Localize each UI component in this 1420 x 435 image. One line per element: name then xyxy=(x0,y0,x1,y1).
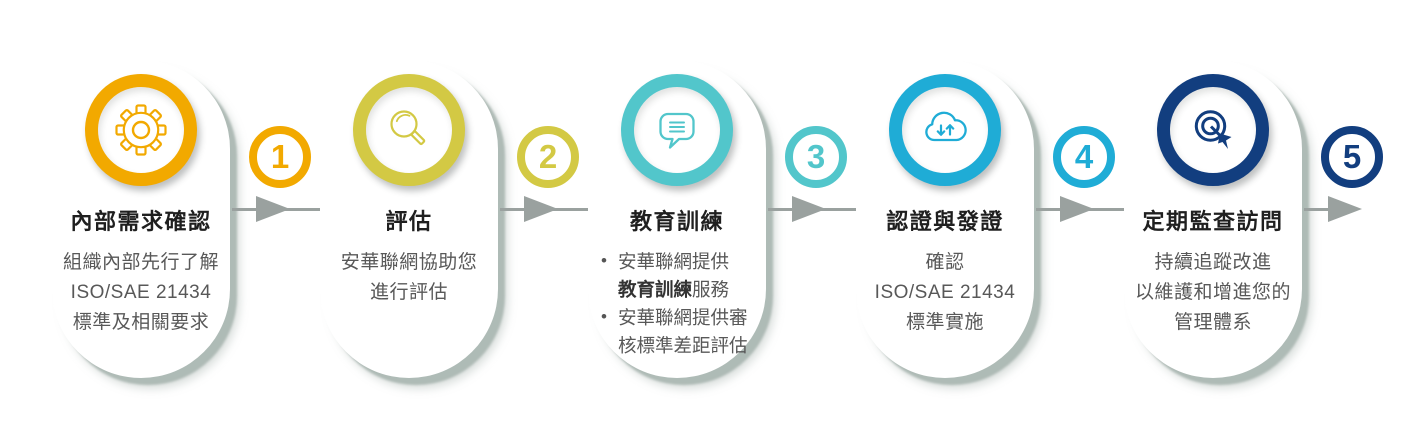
speech-bubble-icon xyxy=(659,112,695,149)
connector-5: 5 xyxy=(1302,0,1420,250)
bullet-bold-text: 教育訓練 xyxy=(618,279,693,300)
step2-description: 安華聯網協助您 進行評估 xyxy=(320,248,498,308)
step4-icon-ring xyxy=(889,74,1001,186)
connector-3: 3 xyxy=(766,0,886,250)
step5-icon-ring xyxy=(1157,74,1269,186)
arrow-line xyxy=(1304,208,1338,211)
bullet-marker: • xyxy=(601,251,607,270)
arrow-right-icon xyxy=(524,196,558,222)
target-arrow-icon xyxy=(1194,110,1232,149)
bullet-marker: • xyxy=(601,307,607,326)
step-card-internal-requirements: 內部需求確認 組織內部先行了解 ISO/SAE 21434 標準及相關要求 xyxy=(52,60,230,378)
gear-icon xyxy=(115,104,167,156)
bullet-line: 安華聯網提供審 xyxy=(618,307,748,328)
step1-title: 內部需求確認 xyxy=(70,209,212,234)
connector-4: 4 xyxy=(1034,0,1154,250)
step5-description: 持續追蹤改進 以維護和增進您的 管理體系 xyxy=(1124,248,1302,338)
step3-icon-ring xyxy=(621,74,733,186)
step4-title: 認證與發證 xyxy=(886,209,1004,234)
connector-1: 1 xyxy=(230,0,350,250)
step5-title: 定期監查訪問 xyxy=(1142,209,1284,234)
bullet-line: 核標準差距評估 xyxy=(618,335,748,356)
arrow-right-icon xyxy=(1328,196,1362,222)
step-number-badge-3: 3 xyxy=(785,126,847,188)
arrow-right-icon xyxy=(256,196,290,222)
step5-description-line: 管理體系 xyxy=(1173,312,1252,333)
bullet-line: 教育訓練服務 xyxy=(618,276,766,304)
step1-description-line: 標準及相關要求 xyxy=(72,312,210,333)
step-number-badge-1: 1 xyxy=(249,126,311,188)
step-card-assessment: 評估 安華聯網協助您 進行評估 xyxy=(320,60,498,378)
step3-title: 教育訓練 xyxy=(629,209,724,234)
step2-icon-ring xyxy=(353,74,465,186)
step5-description-line: 持續追蹤改進 xyxy=(1154,252,1272,273)
arrow-right-icon xyxy=(792,196,826,222)
step1-description: 組織內部先行了解 ISO/SAE 21434 標準及相關要求 xyxy=(52,248,230,338)
step2-description-line: 安華聯網協助您 xyxy=(340,252,478,273)
step4-description-line: ISO/SAE 21434 xyxy=(874,282,1016,303)
connector-2: 2 xyxy=(498,0,618,250)
cloud-sync-icon xyxy=(925,111,967,142)
step1-icon-ring xyxy=(85,74,197,186)
step3-bullet-list: • 安華聯網提供 教育訓練服務 • 安華聯網提供審 核標準差距評估 xyxy=(588,248,766,360)
step-number-badge-2: 2 xyxy=(517,126,579,188)
step4-description: 確認 ISO/SAE 21434 標準實施 xyxy=(856,248,1034,338)
bullet-text: 服務 xyxy=(692,279,730,300)
step1-description-line: 組織內部先行了解 xyxy=(62,252,219,273)
step2-description-line: 進行評估 xyxy=(369,282,448,303)
step-number-badge-5: 5 xyxy=(1321,126,1383,188)
magnifier-icon xyxy=(390,110,426,146)
step-number-badge-4: 4 xyxy=(1053,126,1115,188)
step4-description-line: 確認 xyxy=(925,252,965,273)
bullet-item: • 安華聯網提供 教育訓練服務 xyxy=(601,248,766,304)
bullet-line: 安華聯網提供 xyxy=(618,251,730,272)
step-card-surveillance: 定期監查訪問 持續追蹤改進 以維護和增進您的 管理體系 xyxy=(1124,60,1302,378)
step-card-certification: 認證與發證 確認 ISO/SAE 21434 標準實施 xyxy=(856,60,1034,378)
bullet-item: • 安華聯網提供審 核標準差距評估 xyxy=(601,304,766,360)
step1-description-line: ISO/SAE 21434 xyxy=(70,282,212,303)
step4-description-line: 標準實施 xyxy=(905,312,984,333)
step-card-training: 教育訓練 • 安華聯網提供 教育訓練服務 • 安華聯網提供審 核標準差距評估 xyxy=(588,60,766,378)
arrow-right-icon xyxy=(1060,196,1094,222)
step2-title: 評估 xyxy=(385,209,433,234)
step5-description-line: 以維護和增進您的 xyxy=(1134,282,1291,303)
